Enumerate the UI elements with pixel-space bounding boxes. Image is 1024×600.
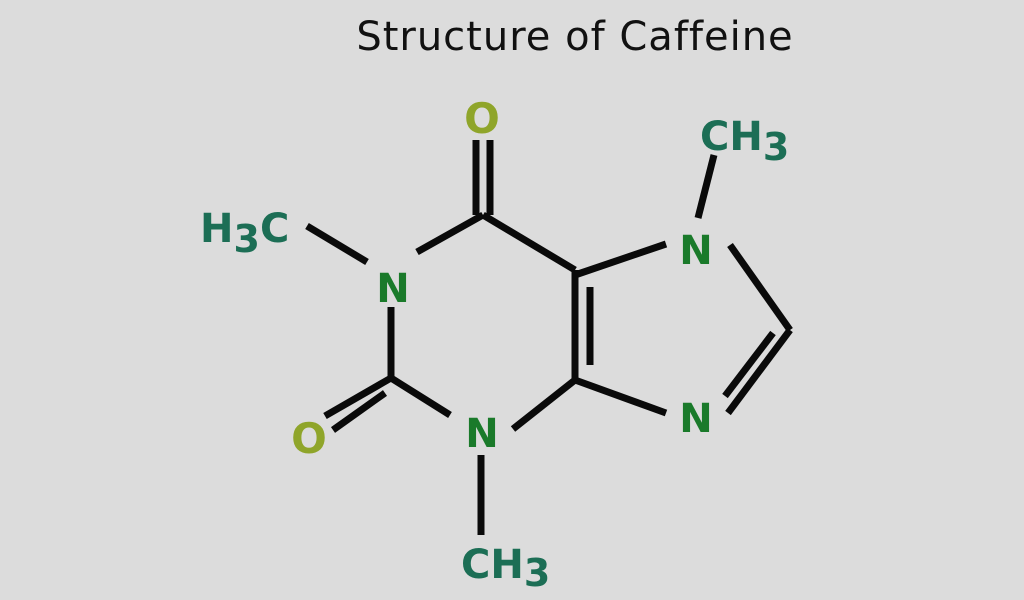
diagram-title: Structure of Caffeine xyxy=(356,14,794,60)
nitrogen-atom-n1: N xyxy=(376,266,409,312)
methyl-group-left: H3C xyxy=(200,206,289,261)
bond-n3-c4 xyxy=(510,377,578,432)
bond-methyl-n1 xyxy=(305,222,369,266)
methyl-bottom-ch: CH xyxy=(461,542,524,588)
bond-c6-c5 xyxy=(481,211,577,274)
oxygen-atom-top: O xyxy=(464,94,500,143)
bonds xyxy=(305,140,793,535)
methyl-group-top-right: CH3 xyxy=(700,114,789,169)
bond-c6-n1 xyxy=(415,211,485,256)
bond-n7-c8 xyxy=(727,242,793,333)
nitrogen-atom-n9: N xyxy=(679,396,712,442)
methyl-left-h: H xyxy=(200,206,233,252)
bond-c5-n7 xyxy=(573,240,668,279)
nitrogen-atom-n3: N xyxy=(465,411,498,457)
bond-c2-o-b xyxy=(330,390,388,433)
methyl-left-c: C xyxy=(260,206,289,252)
methyl-bottom-sub: 3 xyxy=(524,551,550,595)
methyl-left-sub: 3 xyxy=(233,217,259,261)
methyl-group-bottom: CH3 xyxy=(461,542,550,595)
bond-c4-n9 xyxy=(573,376,668,417)
nitrogen-atom-n7: N xyxy=(679,228,712,274)
bond-c2-n3 xyxy=(389,375,452,418)
bond-n7-methyl xyxy=(694,154,718,219)
bond-c8-n9-b xyxy=(722,330,776,399)
methyl-top-right-sub: 3 xyxy=(763,125,789,169)
bond-c2-o-a xyxy=(323,374,393,420)
bond-c8-n9-a xyxy=(725,327,793,416)
oxygen-atom-left: O xyxy=(291,414,327,463)
methyl-top-right-ch: CH xyxy=(700,114,763,160)
